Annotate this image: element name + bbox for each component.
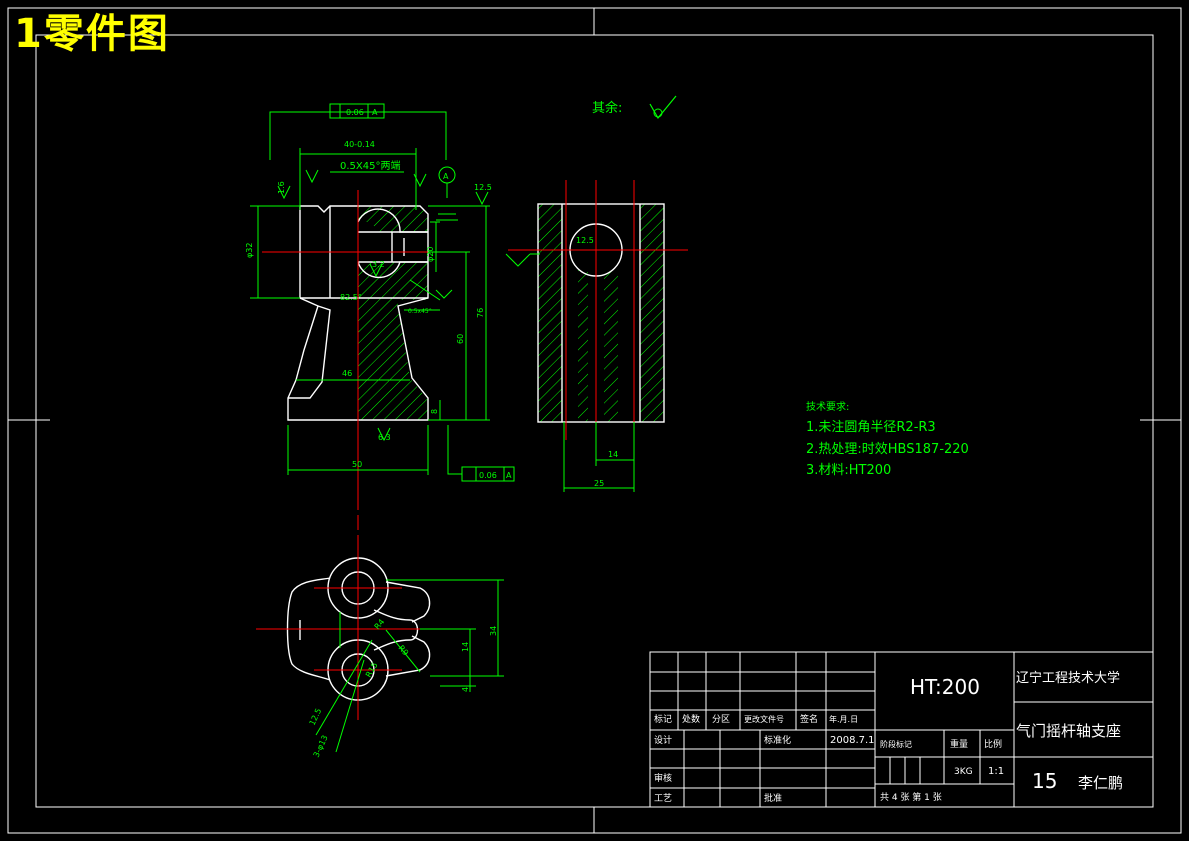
tech-requirements: 技术要求: 1.未注圆角半径R2-R3 2.热处理:时效HBS187-220 3… <box>806 400 969 478</box>
dim-82-5: 82.5° <box>340 293 362 302</box>
dim-60: 60 <box>456 334 465 344</box>
tb-scale: 1:1 <box>988 766 1004 777</box>
top-dim-14: 14 <box>461 642 470 652</box>
tb-zone: 分区 <box>712 714 730 725</box>
roughness-6-3: 6.3 <box>378 433 391 442</box>
front-view-dimensions <box>250 103 515 482</box>
dim-top-width: 40-0.14 <box>344 140 375 149</box>
tolerance-top-datum: A <box>372 108 378 117</box>
drawing-frame <box>7 7 1182 834</box>
tolerance-top-value: 0.06 <box>346 108 364 117</box>
tb-doc-no: 更改文件号 <box>744 714 784 724</box>
tb-ymd: 年.月.日 <box>829 714 858 724</box>
datum-circle-label: A <box>443 172 449 181</box>
tb-scale-label: 比例 <box>984 738 1002 750</box>
roughness-1-6: 1.6 <box>277 181 286 194</box>
tb-weight: 3KG <box>954 767 973 777</box>
tb-number: 15 <box>1032 769 1057 793</box>
roughness-3-2: 3.2 <box>372 260 385 269</box>
dim-76: 76 <box>476 308 485 318</box>
tech-requirement-item: 1.未注圆角半径R2-R3 <box>806 420 936 435</box>
tolerance-bottom-value: 0.06 <box>479 471 497 480</box>
top-view-dimensions <box>315 579 504 753</box>
dim-46: 46 <box>342 369 352 378</box>
title-block: 标记 处数 分区 更改文件号 签名 年.月.日 设计 标准化 2008.7.1 … <box>649 651 1154 808</box>
side-roughness-12-5: 12.5 <box>576 236 594 245</box>
front-view-centerlines <box>262 190 450 530</box>
tb-count: 处数 <box>682 713 700 725</box>
side-view: 14 25 12.5 <box>505 180 688 492</box>
page-title: 1零件图 <box>14 11 170 57</box>
tb-sign: 签名 <box>800 713 818 725</box>
dim-phi32: φ32 <box>245 243 254 258</box>
top-dim-34: 34 <box>489 626 498 636</box>
tb-mark: 标记 <box>654 713 672 725</box>
dim-chamfer: 0.5X45°两端 <box>340 159 400 172</box>
tb-approve: 批准 <box>764 792 782 804</box>
tb-process: 工艺 <box>654 793 672 804</box>
side-view-dimension-text: 14 25 12.5 <box>576 236 618 488</box>
dim-phi20: φ20 <box>426 247 435 262</box>
top-view-dimension-text: 34 14 4 R9 R4 R15 12.5 3-φ13 <box>308 617 498 759</box>
front-view-section-hatch <box>358 206 428 420</box>
tb-checker: 审核 <box>654 772 672 784</box>
tb-part-name: 气门摇杆轴支座 <box>1016 722 1121 740</box>
tb-date: 2008.7.1 <box>830 735 875 746</box>
roughness-note-label: 其余: <box>592 100 622 116</box>
front-view: 0.06 A 40-0.14 0.5X45°两端 A φ32 φ20 82.5°… <box>245 103 515 530</box>
dim-8: 8 <box>430 409 439 414</box>
tb-sheets: 共 4 张 第 1 张 <box>880 791 942 803</box>
side-view-hatch <box>538 204 664 422</box>
dim-0-5x45: 0.5x45° <box>408 308 432 315</box>
roughness-symbol <box>649 95 677 120</box>
side-dim-14: 14 <box>608 450 618 459</box>
top-dim-12-5: 12.5 <box>308 707 324 727</box>
side-dim-25: 25 <box>594 479 604 488</box>
tb-material: HT:200 <box>910 675 980 699</box>
top-view-centerlines <box>256 535 440 720</box>
tb-school: 辽宁工程技术大学 <box>1016 670 1120 686</box>
tb-designer: 设计 <box>654 734 672 746</box>
roughness-12-5: 12.5 <box>474 183 492 192</box>
tb-stage-mark: 阶段标记 <box>880 739 912 749</box>
tech-requirements-heading: 技术要求: <box>806 400 849 413</box>
top-dim-4: 4 <box>461 687 470 692</box>
tb-standard: 标准化 <box>764 734 791 746</box>
tb-weight-label: 重量 <box>950 738 968 750</box>
tolerance-bottom-datum: A <box>506 471 512 480</box>
roughness-note: 其余: <box>592 95 677 120</box>
top-view: 34 14 4 R9 R4 R15 12.5 3-φ13 <box>256 535 504 759</box>
tech-requirement-item: 3.材料:HT200 <box>806 463 891 478</box>
side-view-centerlines <box>508 180 688 440</box>
dim-50: 50 <box>352 460 362 469</box>
front-view-dimension-text: 0.06 A 40-0.14 0.5X45°两端 A φ32 φ20 82.5°… <box>245 108 512 480</box>
tb-author: 李仁鹏 <box>1078 774 1123 792</box>
side-view-dimensions <box>505 253 635 492</box>
tech-requirement-item: 2.热处理:时效HBS187-220 <box>806 442 969 457</box>
top-dim-3xphi13: 3-φ13 <box>312 734 330 759</box>
